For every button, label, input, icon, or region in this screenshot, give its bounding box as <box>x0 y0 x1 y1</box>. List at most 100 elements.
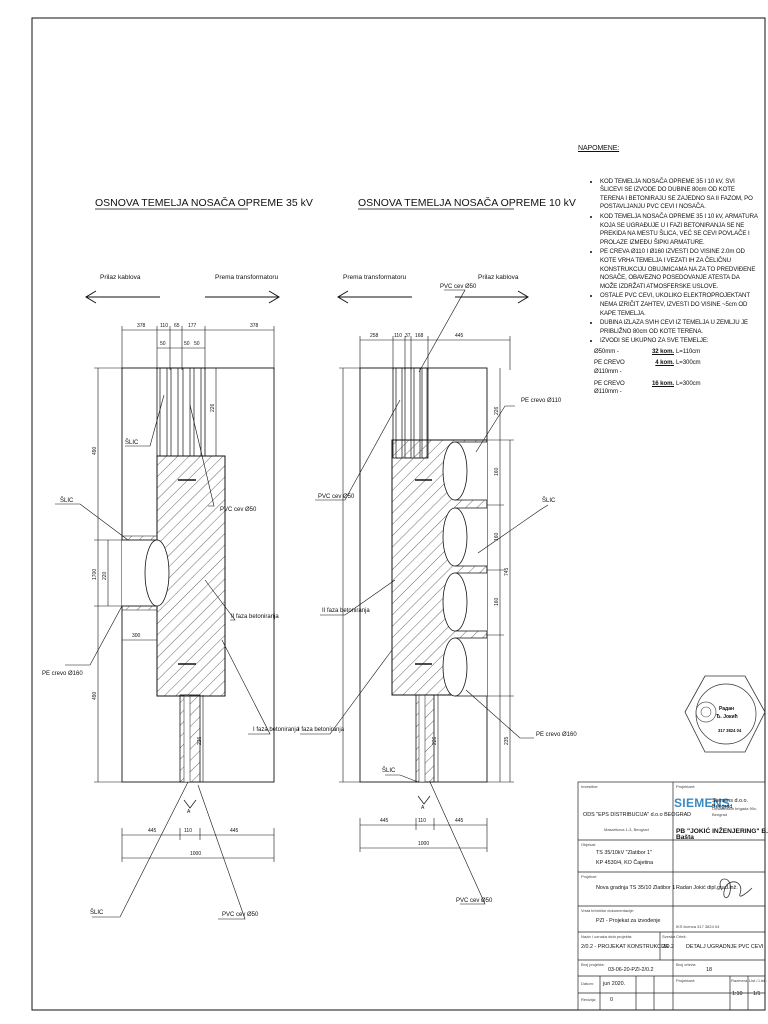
left-label-faza2: II faza betoniranja <box>231 614 279 620</box>
note-item: PE CREVA Ø110 I Ø160 IZVESTI DO VISINE 2… <box>600 248 758 291</box>
qty-item: Ø50mm - <box>594 347 619 355</box>
tb-crtez-broj-label: Broj crteža: <box>676 962 697 967</box>
left-plan: OSNOVA TEMELJA NOSAČA OPREME 35 kV Prila… <box>42 196 313 920</box>
tb-vrsta: PZI - Projekat za izvođenje <box>596 918 661 924</box>
tb-sveska-label: Sveska <box>662 934 676 939</box>
right-label-pe160: PE crevo Ø160 <box>536 732 577 738</box>
notes-panel: NAPOMENE: KOD TEMELJA NOSAČA OPREME 35 I… <box>578 145 758 397</box>
left-dim-300: 300 <box>132 633 141 639</box>
right-label-pvc-left: PVC cev Ø50 <box>318 494 355 500</box>
stamp-name: Радан <box>719 706 734 712</box>
qty-item: PE CREVO Ø110mm - <box>594 379 625 396</box>
left-label-pvc-top: PVC cev Ø50 <box>220 507 257 513</box>
left-label-faza1: I faza betoniranja <box>253 727 300 733</box>
right-dim-bot-1: 445 <box>380 818 389 824</box>
tb-vrsta-label: Vrsta tehničke dokumentacije: <box>581 908 635 913</box>
tb-list: 1/1 <box>753 991 761 997</box>
left-dim-top-5: 378 <box>250 323 259 329</box>
left-dim-top-1: 378 <box>137 323 146 329</box>
note-item: OSTALE PVC CEVI, UKOLIKO ELEKTROPROJEKTA… <box>600 292 758 318</box>
tb-projekat-label: Projekat: <box>581 874 597 879</box>
tb-sveska: 2/0.2 <box>662 944 674 950</box>
right-section-mark: A <box>421 805 425 811</box>
right-pe-pipes <box>442 441 487 697</box>
sheet-border <box>31 17 766 1011</box>
right-dim-rv-2: 160 <box>494 532 500 541</box>
left-dim-v-1: 490 <box>92 446 98 455</box>
left-dim-sub-1: 50 <box>160 341 166 347</box>
right-arrow-left-label: Prema transformatoru <box>343 274 407 281</box>
right-title: OSNOVA TEMELJA NOSAČA OPREME 10 kV <box>358 196 576 209</box>
right-arrow-right-label: Prilaz kablova <box>478 274 519 281</box>
quantity-table: Ø50mm - 32 kom. L=110cm PE CREVO Ø110mm … <box>594 348 758 397</box>
tb-investor-address: Masarikova 1-3, Beograd <box>604 827 649 832</box>
left-dim-bot-1: 445 <box>148 828 157 834</box>
tb-odgovorni: Radan Jokić dipl.građ.inž. <box>676 885 738 891</box>
left-dim-total: 1000 <box>190 851 201 857</box>
tb-projekat: Nova gradnja TS 35/10 Zlatibor 1 <box>596 885 676 891</box>
left-label-pe160: PE crevo Ø160 <box>42 671 83 677</box>
tb-licence: IKS licenca 317 3824 04 <box>676 924 720 929</box>
qty-count: 16 kom. <box>652 379 674 387</box>
tb-crtez: DETALJ UGRADNJE PVC CEVI <box>686 944 764 950</box>
stamp-surname: Ђ. Јокић <box>716 713 738 720</box>
right-label-pvc-bottom: PVC cev Ø50 <box>456 898 493 904</box>
left-dim-bot-2: 110 <box>184 828 192 834</box>
tb-naziv: 2/0.2 - PROJEKAT KONSTRUKCIJE <box>581 944 669 950</box>
right-dim-rv-3: 160 <box>494 597 500 606</box>
right-dim-top-4: 168 <box>415 333 424 339</box>
tb-list-label: List / Listi: <box>749 978 767 983</box>
left-section-mark: A <box>187 809 191 815</box>
right-label-slic-bottom: ŠLIC <box>382 767 396 774</box>
tb-investor-label: Investitor: <box>581 784 599 789</box>
left-dim-bot-3: 445 <box>230 828 239 834</box>
notes-header: NAPOMENE: <box>578 145 620 152</box>
tb-razmera: 1:10 <box>732 991 743 997</box>
tb-broj: 03-06-20-PZI-2/0.2 <box>608 967 654 973</box>
tb-objekat: TS 35/10kV "Zlatibor 1" <box>596 850 652 856</box>
qty-length: L=300cm <box>676 359 701 367</box>
left-label-slic-left: ŠLIC <box>60 497 74 504</box>
title-block <box>577 781 766 1011</box>
right-label-faza2: II faza betoniranja <box>322 608 370 614</box>
right-dim-226-bot: 226 <box>432 736 438 745</box>
left-dim-v-4: 490 <box>92 691 98 700</box>
left-dim-sub-2: 50 <box>184 341 190 347</box>
right-label-pvc-top: PVC cev Ø50 <box>440 284 477 290</box>
tb-naziv-label: Naziv i oznaka dela projekta: <box>581 934 633 939</box>
qty-count: 32 kom. <box>652 347 674 355</box>
left-dim-top-4: 177 <box>188 323 197 329</box>
right-label-faza1: I faza betoniranja <box>298 727 345 733</box>
tb-pb: PB "JOKIĆ INŽENJERING" B. Bašta <box>676 828 768 841</box>
left-dim-226-bot: 226 <box>197 736 203 745</box>
tb-datum-label: Datum: <box>581 981 594 986</box>
right-dim-top-1: 258 <box>370 333 379 339</box>
left-title: OSNOVA TEMELJA NOSAČA OPREME 35 kV <box>95 196 313 209</box>
right-dim-top-2: 110 <box>394 333 402 339</box>
right-label-slic-right: ŠLIC <box>542 497 556 504</box>
left-dim-226-top: 226 <box>210 403 216 412</box>
tb-projektant2-label: Projektant: <box>676 978 696 983</box>
right-label-pe110: PE crevo Ø110 <box>521 398 562 404</box>
qty-item: PE CREVO Ø110mm - <box>594 359 625 376</box>
left-dim-top-3: 65 <box>174 323 180 329</box>
signature-mark <box>719 878 753 899</box>
right-dim-bot-3: 445 <box>455 818 464 824</box>
qty-length: L=110cm <box>676 347 701 355</box>
tb-revizija: 0 <box>610 997 613 1003</box>
tb-broj-label: Broj projekta: <box>581 962 605 967</box>
left-dim-v-3: 1700 <box>92 569 98 580</box>
qty-length: L=300cm <box>676 379 701 387</box>
note-item: DUBINA IZLAZA SVIH CEVI IZ TEMELJA U ZEM… <box>600 319 758 336</box>
right-plan: OSNOVA TEMELJA NOSAČA OPREME 10 kV Prema… <box>298 196 577 905</box>
right-dim-226-top: 226 <box>494 406 500 415</box>
tb-company-address: Omladinskih brigada 90v, Beograd <box>712 806 757 817</box>
tb-datum: jun 2020. <box>603 981 626 987</box>
tb-razmera-label: Razmera: <box>731 978 749 983</box>
tb-investor: ODS "EPS DISTRIBUCIJA" d.o.o BEOGRAD <box>583 812 692 818</box>
stamp-id: 317 3824 04 <box>718 728 742 733</box>
siemens-logo: SIEMENS <box>674 796 731 810</box>
left-arrow-left-label: Prilaz kablova <box>100 274 141 281</box>
tb-objekat-sub: KP 4530/4, KO Čajetina <box>596 860 654 866</box>
